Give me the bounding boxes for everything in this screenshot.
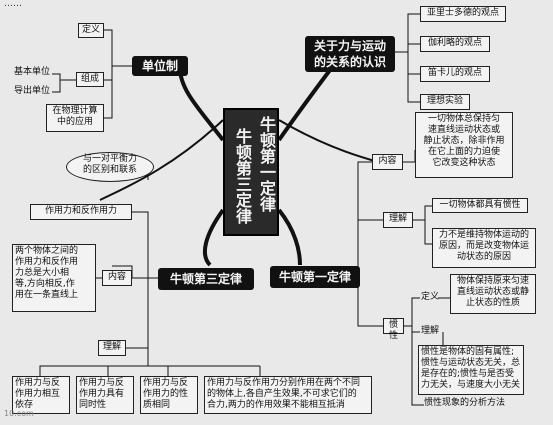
same-nature-node: 作用力与反 作用力的性 质相同 bbox=[140, 376, 198, 414]
center-col-third-law: 牛顿第三定律 bbox=[233, 128, 252, 224]
different-objects-node: 作用力与反作用力分别作用在两个不同 的物体上,各自产生效果,不可求它们的 合力,… bbox=[204, 376, 372, 414]
unit-group-node: 组成 bbox=[76, 72, 104, 87]
inertia-understand-label: 理解 bbox=[421, 326, 440, 336]
balance-force-node: 与一对平衡力 的区别和联系 bbox=[66, 152, 154, 182]
mutual-dependence-node: 作用力与反 作用力相互 依存 bbox=[12, 376, 70, 414]
third-law-content-text: 两个物体之间的 作用力和反作用 力总是大小相 等,方向相反,作 用在一条直线上 bbox=[12, 244, 96, 312]
inertia-def-text: 物体保持原来匀速 直线运动状态或静 止状态的性质 bbox=[450, 274, 536, 314]
inertia-analysis-label: 惯性现象的分析方法 bbox=[424, 398, 506, 408]
first-law-content-node: 内容 bbox=[372, 154, 403, 170]
first-law-hub: 牛顿第一定律 bbox=[270, 266, 360, 288]
unit-application-node: 在物理计算 中的应用 bbox=[46, 104, 104, 132]
action-reaction-node: 作用力和反作用力 bbox=[30, 204, 132, 220]
aristotle-node: 亚里士多德的观点 bbox=[420, 6, 506, 22]
force-not-maintain-node: 力不是维持物体运动的 原因，而是改变物体运 动状态的原因 bbox=[432, 228, 536, 268]
watermark: 10.com bbox=[4, 409, 34, 418]
ideal-experiment-node: 理想实验 bbox=[420, 94, 470, 110]
derived-unit-label: 导出单位 bbox=[14, 86, 51, 96]
descartes-node: 笛卡儿的观点 bbox=[420, 66, 490, 82]
center-col-first-law: 牛顿第一定律 bbox=[257, 116, 276, 212]
inertia-all-node: 一切物体都具有惯性 bbox=[432, 198, 528, 213]
base-unit-label: 基本单位 bbox=[14, 67, 51, 77]
galileo-node: 伽利略的观点 bbox=[420, 36, 490, 52]
simultaneity-node: 作用力与反 作用力具有 同时性 bbox=[76, 376, 134, 414]
inertia-understand-text: 惯性是物体的固有属性; 惯性与运动状态无关，总 是存在的;惯性与是否受 力无关，… bbox=[418, 345, 524, 395]
unit-definition-node: 定义 bbox=[78, 23, 104, 38]
first-law-understand-node: 理解 bbox=[383, 212, 413, 228]
unit-system-hub: 单位制 bbox=[132, 56, 188, 76]
inertia-def-label: 定义 bbox=[421, 292, 440, 302]
header-text: …… bbox=[4, 0, 22, 8]
third-law-understand-node: 理解 bbox=[98, 340, 126, 356]
force-motion-hub: 关于力与运动 的关系的认识 bbox=[305, 36, 395, 72]
third-law-hub: 牛顿第三定律 bbox=[158, 268, 254, 290]
center-title-block: 牛顿第一定律 牛顿第三定律 bbox=[223, 108, 279, 236]
first-law-content-text: 一切物体总保持匀 速直线运动状态或 静止状态，除非作用 在它上面的力迫使 它改变… bbox=[415, 112, 513, 178]
third-law-content-node: 内容 bbox=[102, 270, 132, 286]
inertia-node: 惯性 bbox=[383, 318, 404, 341]
